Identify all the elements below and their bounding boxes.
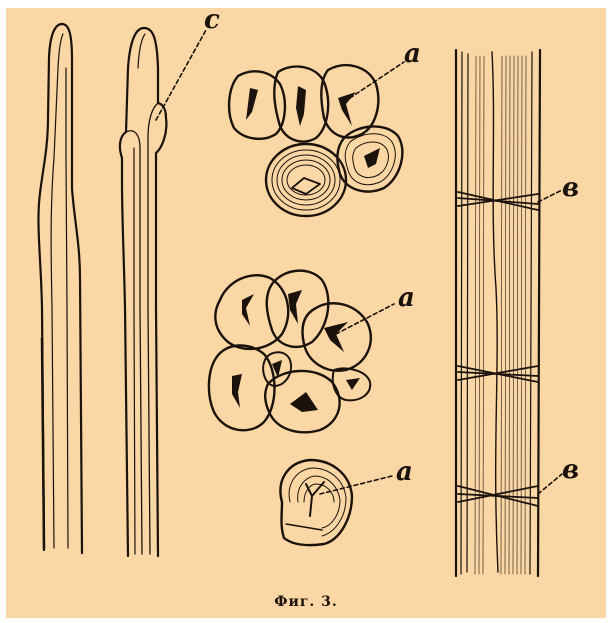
label-v-lower: в: [562, 455, 579, 485]
cell-cluster-top: [229, 65, 402, 216]
fiber-tip-plain: [38, 24, 82, 553]
label-a-bottom: a: [396, 457, 413, 487]
leader-line-a2: [336, 304, 394, 334]
fiber-with-nodes: [456, 50, 540, 576]
leader-line-c: [156, 30, 206, 120]
leader-line-a1: [344, 62, 404, 102]
label-c: c: [204, 8, 220, 35]
single-cell-section: [280, 460, 352, 545]
leader-line-v1: [538, 190, 562, 202]
fiber-tip-split: [120, 28, 166, 556]
leader-line-a3: [320, 476, 392, 494]
leader-line-v2: [538, 474, 562, 494]
fiber-illustration: c a a: [6, 8, 606, 618]
label-v-upper: в: [562, 173, 579, 203]
illustration-plate: c a a: [6, 8, 606, 618]
cell-cluster-middle: [209, 271, 371, 433]
figure-caption: Фиг. 3.: [6, 594, 606, 610]
label-a-middle: a: [398, 283, 415, 313]
label-a-top: a: [404, 39, 421, 69]
